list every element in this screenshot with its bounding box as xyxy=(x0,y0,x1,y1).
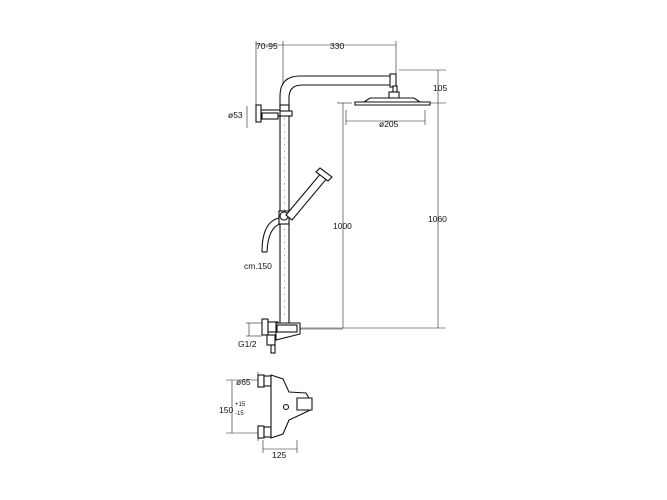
shower-hose xyxy=(261,217,281,253)
tolerance-plus-label: +15 xyxy=(235,402,246,408)
centers-label: 150 xyxy=(219,405,233,415)
arm-length-label: 330 xyxy=(330,41,344,51)
dimension-lines xyxy=(226,41,446,453)
thread-label: G1/2 xyxy=(238,339,257,349)
tolerance-minus-label: -15 xyxy=(235,411,244,417)
wall-flange-diameter-label: ø53 xyxy=(228,110,243,120)
shower-riser xyxy=(276,73,398,331)
hand-shower xyxy=(278,167,333,225)
offset-label: 70-95 xyxy=(256,41,278,51)
bar-height-label: 1000 xyxy=(333,221,352,231)
mixer-side-view xyxy=(261,318,343,354)
wall-bracket xyxy=(255,104,281,123)
dimension-labels: 70-95 330 105 ø53 ø205 1060 1000 cm.150 … xyxy=(219,41,447,460)
mixer-top-view xyxy=(257,374,313,439)
hose-length-label: cm.150 xyxy=(244,261,272,271)
total-height-label: 1060 xyxy=(428,214,447,224)
head-drop-label: 105 xyxy=(433,83,447,93)
head-diameter-label: ø205 xyxy=(379,119,399,129)
mixer-depth-label: 125 xyxy=(272,450,286,460)
shower-head xyxy=(354,91,431,106)
flange-diameter-label: ø65 xyxy=(236,377,251,387)
